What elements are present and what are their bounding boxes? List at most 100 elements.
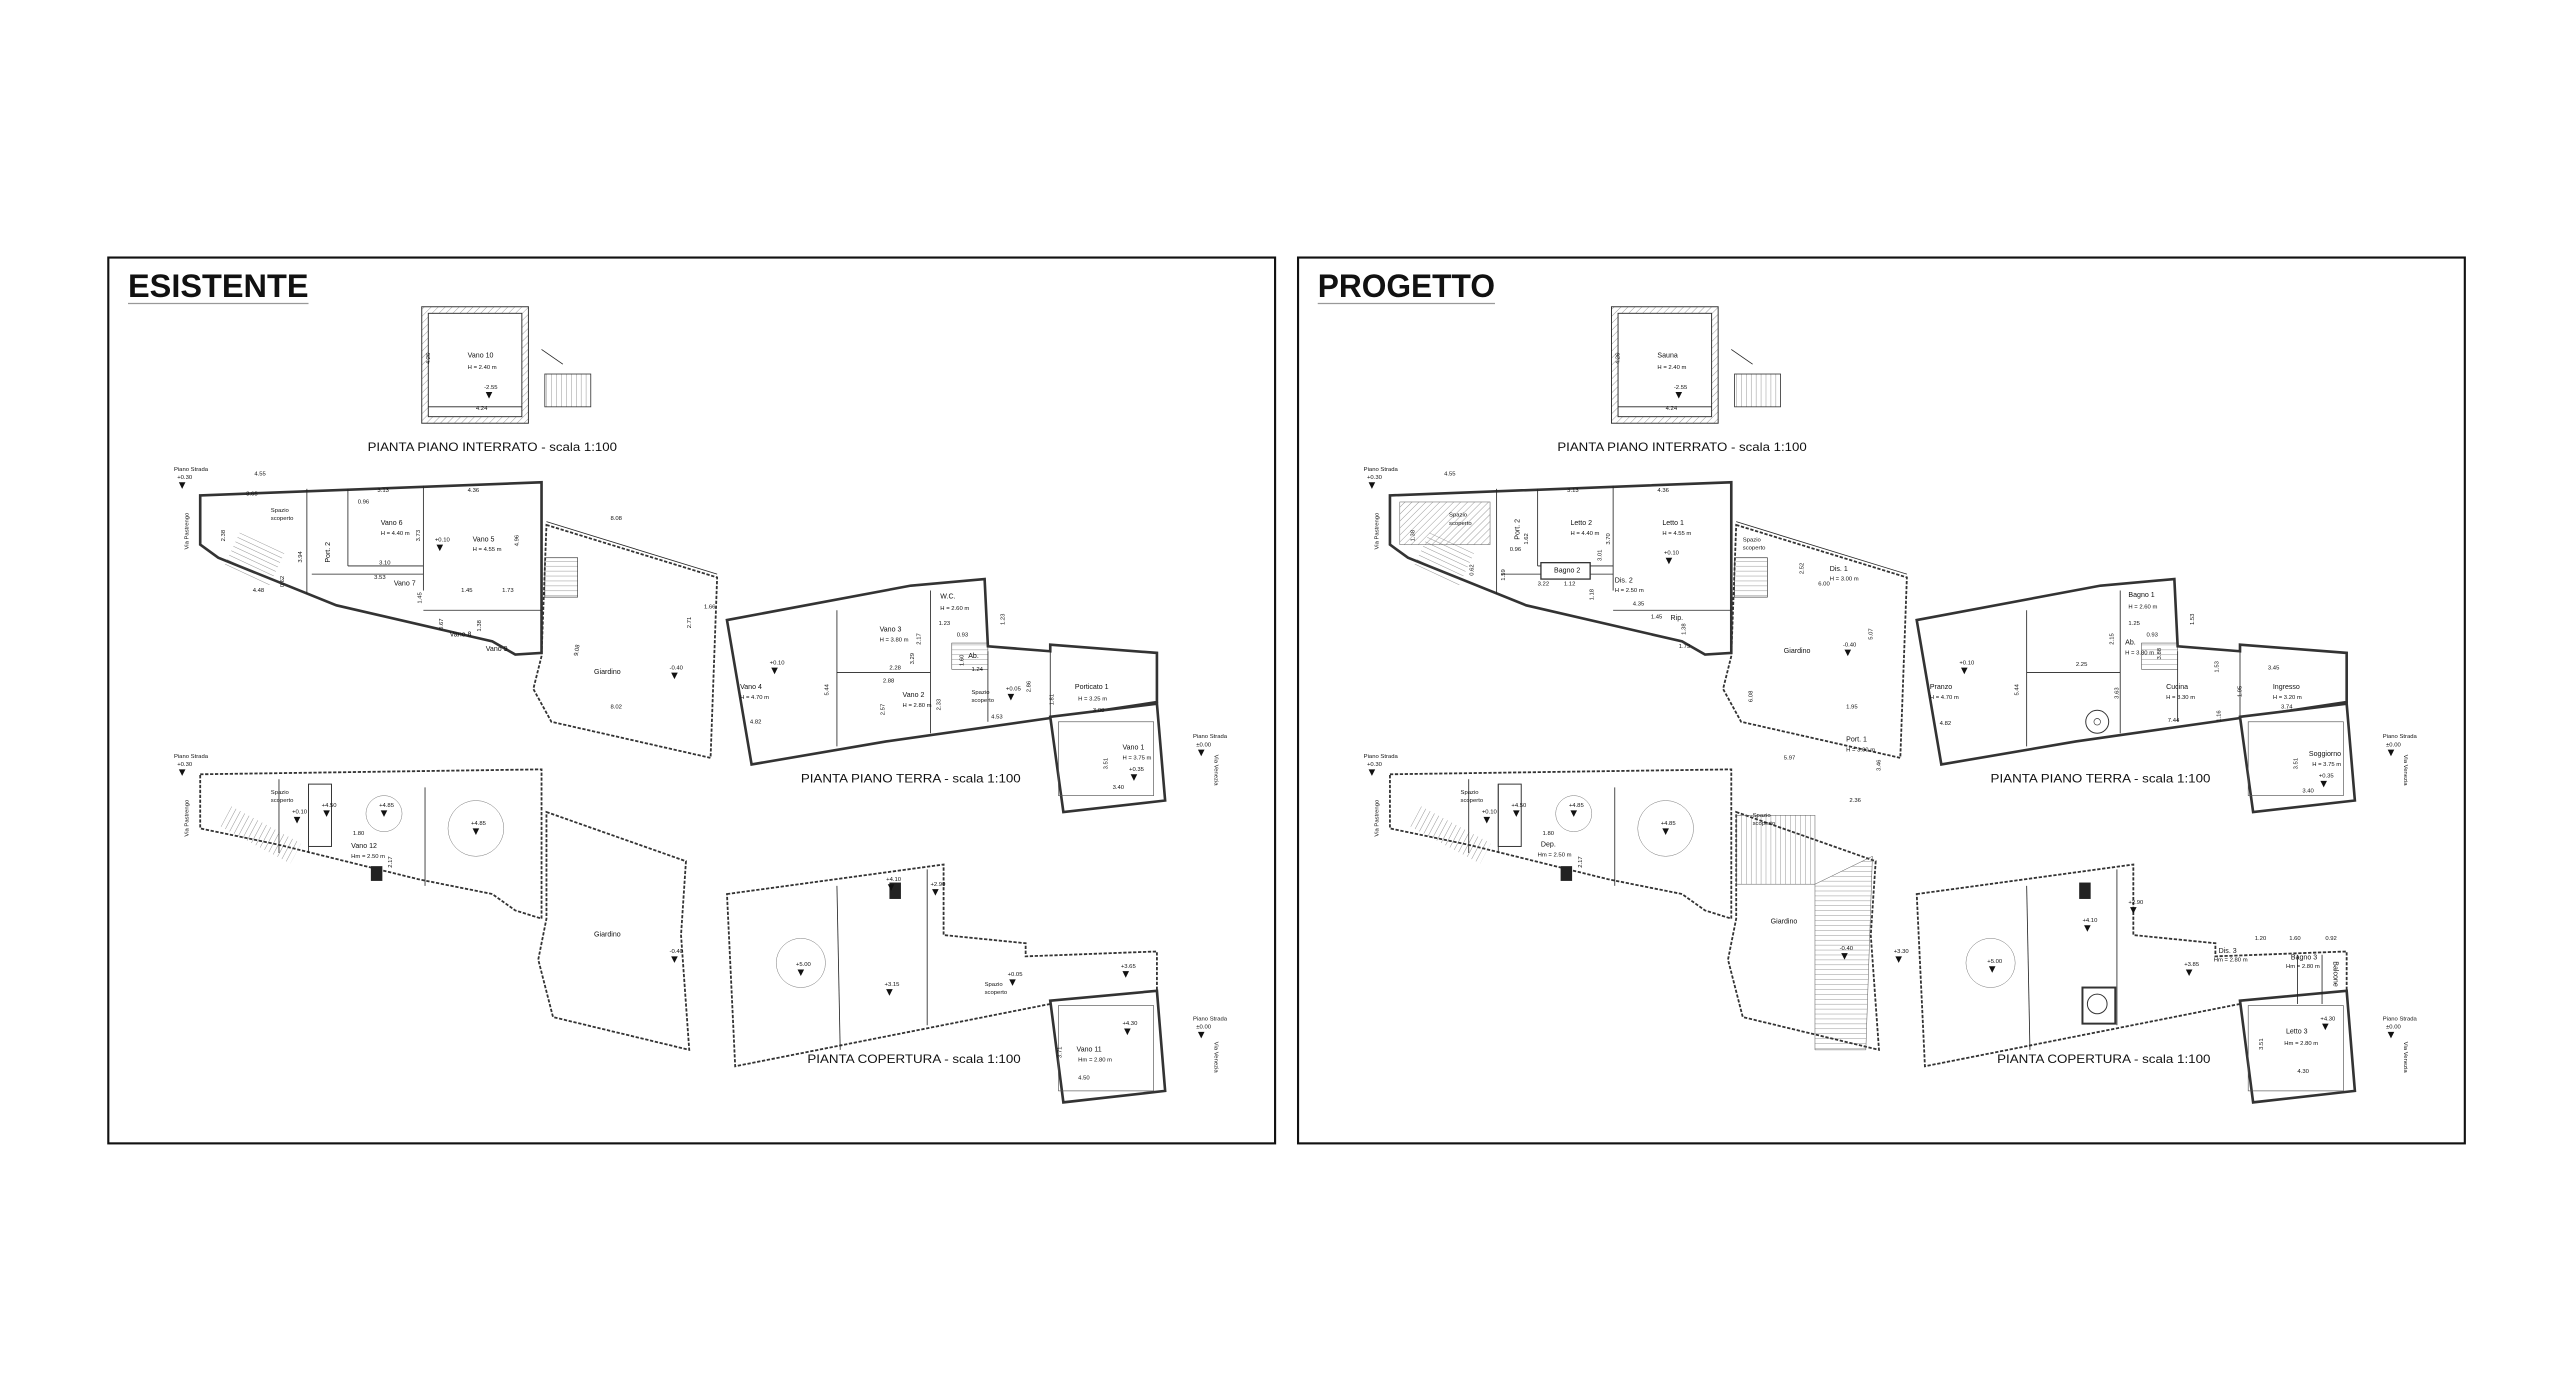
terra-dimension-label: 3.45 [2268,665,2280,671]
terra-dimension-label: 0.96 [358,500,370,506]
terra-annotation-label: Via Venezia [2402,755,2408,787]
level-triangle-icon [1895,956,1902,963]
level-triangle-icon [2322,1023,2329,1031]
copertura-room-height: Hm = 2.80 m [2284,1041,2318,1047]
level-triangle-icon [1368,482,1376,489]
terra-dimension-label: 5.44 [2014,683,2020,695]
copertura-level-marker: +4.85 [1661,821,1677,827]
panel-frame [1296,256,2466,1145]
paving-pattern [1399,501,1491,545]
terra-level-marker: +0.10 [1959,660,1975,666]
level-triangle-icon [1197,1031,1205,1039]
terra-dimension-label: 4.48 [253,588,265,594]
level-triangle-icon [1844,649,1852,657]
interrato-room-height: H = 2.40 m [1657,365,1686,371]
caption-copertura: PIANTA COPERTURA - scala 1:100 [807,1052,1021,1066]
copertura-annotation-label: Via Pastrengo [185,799,191,837]
level-triangle-icon [1122,971,1130,978]
terra-annotation-label: Spazio [1449,513,1468,519]
terra-dimension-label: 0.62 [1470,564,1476,575]
copertura-level-marker: -0.40 [1840,946,1854,952]
copertura-room-name: Vano 12 [351,843,377,850]
copertura-room-name: Bagno 3 [2291,955,2317,962]
terra-dimension-label: 3.00 [1093,708,1105,714]
terra-dimension-label: 1.60 [959,654,965,666]
terra-dimension-label: 9.08 [574,643,582,656]
terra-room-name: Porticato 1 [1075,684,1109,691]
terra-dimension-label: 6.00 [1818,582,1830,588]
level-triangle-icon [1368,769,1376,776]
level-triangle-icon [1124,1028,1131,1036]
spiral-stair-icon [2086,993,2108,1015]
caption-copertura: PIANTA COPERTURA - scala 1:100 [1997,1052,2211,1066]
terra-room-height: H = 2.80 m [903,703,932,709]
terra-level-marker: -0.40 [670,665,684,671]
floor-plans [1388,305,2357,1104]
panel-title: ESISTENTE [128,267,309,304]
panel-esistente: ESISTENTE PIANTA PIANO INTERRATO - scala… [107,256,1277,1145]
copertura-room-height: Hm = 2.50 m [1538,852,1572,858]
terra-room-height: H = 3.80 m [2125,651,2154,657]
terra-room-name: Vano 5 [473,536,495,543]
terra-dimension-label: 3.94 [298,550,304,562]
terra-dimension-label: 1.23 [939,621,951,627]
terra-room-name: Vano 4 [740,684,762,691]
copertura-level-marker: +4.85 [379,803,395,809]
copertura-level-marker: +2.90 [2128,900,2144,906]
terra-level-marker: ±0.00 [2386,742,2401,748]
terra-dimension-label: 1.95 [1846,705,1858,711]
copertura-dimension-label: 2.17 [1578,856,1584,867]
copertura-room-height: Hm = 2.80 m [1078,1057,1112,1063]
terra-room-name: Ab. [2125,640,2136,647]
terra-dimension-label: 0.96 [1510,547,1522,553]
copertura-level-marker: +2.90 [930,882,946,888]
terra-room-name: Pranzo [1930,684,1952,691]
terra-room-name: Vano 2 [903,692,925,699]
bathroom-wall [1540,562,1591,580]
terra-room-name: Vano 6 [381,520,403,527]
terra-annotation-label: Spazio [971,690,990,696]
copertura-dimension-label: 0.92 [2325,936,2336,942]
terra-room-height: H = 3.00 m [1846,747,1875,753]
copertura-dimension-label: 1.80 [1543,831,1555,837]
copertura-annotation-label: Piano Strada [2383,1016,2418,1022]
level-triangle-icon [671,672,678,680]
terra-dimension-label: 2.57 [881,704,887,715]
terra-annotation-label: scoperto [1449,521,1472,527]
terra-dimension-label: 1.38 [1681,623,1687,635]
terra-dimension-label: 4.36 [468,488,480,494]
terra-room-name: Vano 8 [450,631,472,638]
interrato-dimension-label: 4.26 [1616,352,1622,364]
interrato-room-height: H = 2.40 m [468,365,497,371]
level-triangle-icon [1841,953,1848,960]
terra-dimension-label: 0.62 [280,576,286,587]
terra-annotation-label: Via Venezia [1212,755,1218,787]
caption-terra: PIANTA PIANO TERRA - scala 1:100 [1991,771,2211,785]
level-triangle-icon [323,810,330,817]
level-triangle-icon [932,889,939,896]
level-triangle-icon [436,544,444,552]
terra-dimension-label: 1.38 [477,619,483,631]
terra-dimension-label: 8.02 [610,705,621,711]
terra-room-name: Letto 1 [1662,520,1684,527]
terra-dimension-label: 5.44 [825,683,831,695]
terra-room-name: Letto 2 [1570,520,1592,527]
terra-room-name: Soggiorno [2309,751,2341,758]
terra-annotation-label: Via Pastrengo [1374,512,1380,550]
terra-room-name: Port. 2 [325,542,332,563]
terra-dimension-label: 2.52 [1799,563,1805,574]
copertura-annotation-label: Via Pastrengo [1374,799,1380,837]
terra-dimension-label: 7.44 [2168,718,2180,724]
terra-annotation-label: scoperto [971,698,994,704]
level-triangle-icon [1483,816,1491,824]
copertura-room-name: Dep. [1541,841,1556,848]
terra-dimension-label: 1.81 [1050,694,1056,705]
terra-dimension-label: 1.95 [2238,685,2244,697]
terra-room-height: H = 3.30 m [2166,695,2195,701]
terra-level-marker: +0.10 [770,660,786,666]
copertura-level-marker: +0.10 [1482,810,1498,816]
level-triangle-icon [1961,667,1968,675]
terra-room-name: Giardino [594,669,621,676]
terra-room-name: Ingresso [2273,684,2300,691]
